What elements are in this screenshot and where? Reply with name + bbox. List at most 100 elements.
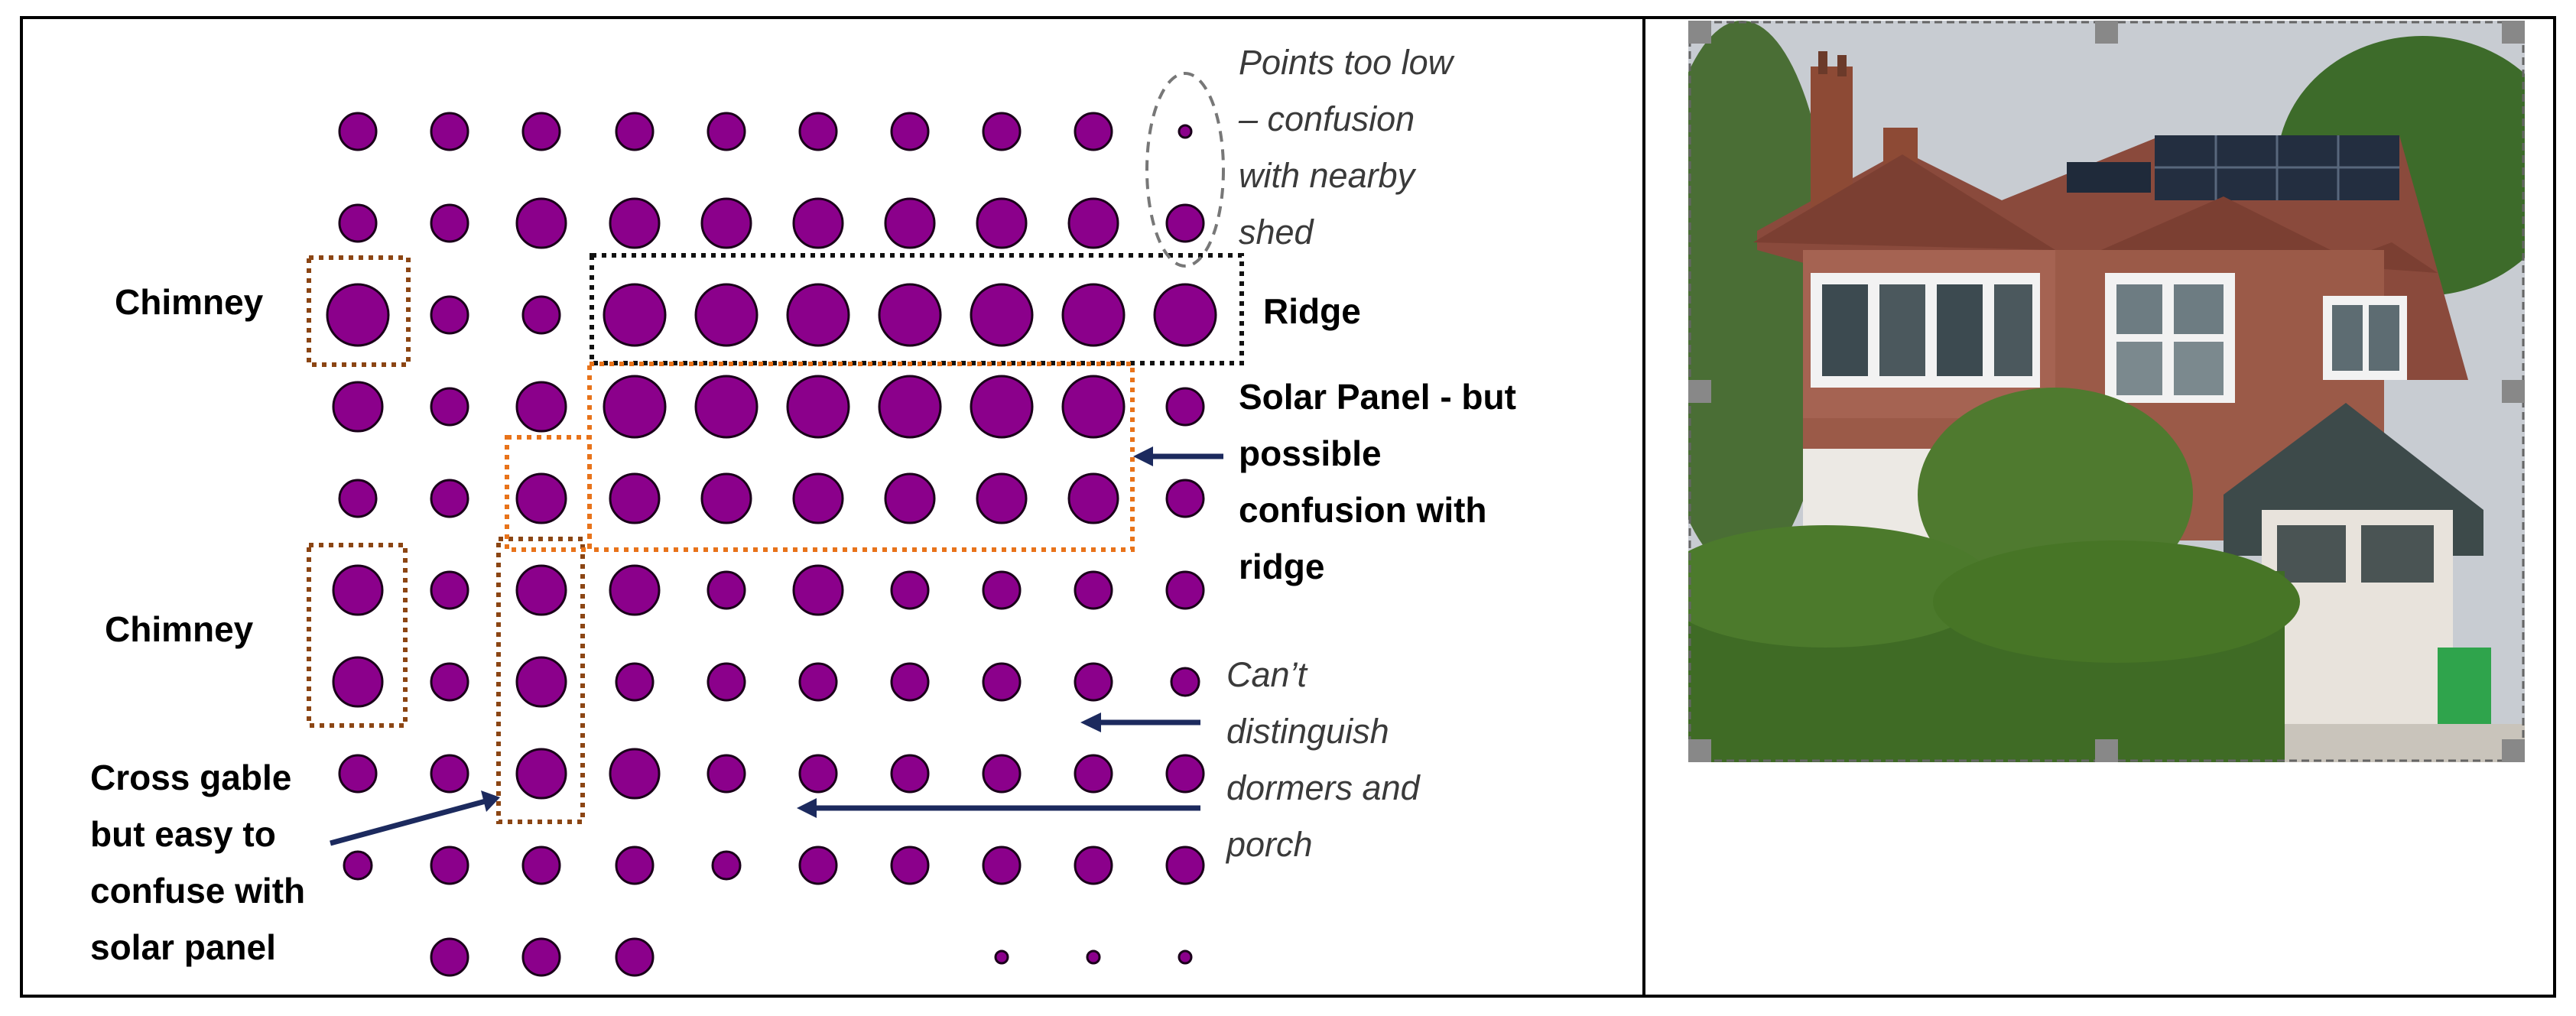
cross-gable-label-line: solar panel	[90, 927, 276, 967]
bay-roof	[1753, 154, 2055, 250]
grid-point	[326, 283, 390, 347]
grid-point	[878, 283, 942, 347]
cross-gable-label-line: but easy to	[90, 814, 276, 854]
grid-point	[694, 375, 759, 439]
grid-point	[521, 295, 561, 335]
chimney-left	[1811, 67, 1853, 212]
grid-point	[694, 283, 759, 347]
figure-frame	[20, 16, 2556, 998]
grid-point	[1074, 570, 1113, 610]
ridge-box	[590, 253, 1244, 365]
grid-point	[786, 375, 850, 439]
grid-point	[1165, 387, 1205, 427]
green-bin	[2438, 648, 2491, 724]
grid-point	[515, 656, 567, 708]
grid-point	[1074, 112, 1113, 151]
handle-bm	[2095, 739, 2118, 762]
grid-point	[430, 387, 469, 427]
arrow-cross-gable	[330, 798, 486, 846]
grid-point	[1074, 754, 1113, 794]
cross-gable-box	[496, 537, 585, 824]
handle-bl	[1688, 739, 1711, 762]
grid-point	[707, 754, 746, 794]
arrowhead-solar-panel	[1133, 446, 1153, 466]
grid-point	[430, 112, 469, 151]
cant-distinguish-label-line: Can’t	[1226, 655, 1307, 694]
grid-point	[1061, 283, 1126, 347]
handle-mr	[2502, 380, 2525, 403]
points-too-low-label: Points too low – confusion with nearby s…	[1239, 34, 1453, 261]
grid-point	[707, 570, 746, 610]
grid-point	[792, 197, 844, 249]
grid-point	[609, 564, 661, 616]
cant-distinguish-label-line: porch	[1226, 825, 1313, 864]
handle-br	[2502, 739, 2525, 762]
grid-point	[982, 662, 1022, 702]
grid-point	[884, 197, 936, 249]
grid-point	[515, 564, 567, 616]
grid-point	[1153, 283, 1217, 347]
grid-point	[615, 662, 655, 702]
grid-point	[430, 937, 469, 977]
grid-point	[798, 846, 838, 885]
solar-panel-label-line: possible	[1239, 433, 1382, 473]
grid-point	[1165, 203, 1205, 243]
solar-panel-label-line: Solar Panel - but	[1239, 377, 1516, 417]
grid-point	[1061, 375, 1126, 439]
point-grid	[326, 112, 1217, 977]
cross-gable-label-line: confuse with	[90, 871, 306, 911]
handle-tr	[2502, 21, 2525, 44]
grid-point	[707, 112, 746, 151]
grid-point	[1074, 846, 1113, 885]
grid-point	[603, 283, 667, 347]
grid-point	[615, 846, 655, 885]
grid-point	[343, 850, 373, 881]
points-too-low-label-line: shed	[1239, 213, 1314, 252]
grid-point	[970, 283, 1034, 347]
grid-point	[332, 656, 384, 708]
grid-point	[1165, 570, 1205, 610]
handle-tl	[1688, 21, 1711, 44]
grid-point	[707, 662, 746, 702]
grid-point	[1170, 667, 1200, 697]
grid-point	[1165, 479, 1205, 518]
grid-point	[792, 472, 844, 524]
dormer-roof	[2101, 196, 2346, 258]
handle-tm	[2095, 21, 2118, 44]
grid-point	[1067, 197, 1119, 249]
grid-point	[884, 472, 936, 524]
house-photo	[1688, 21, 2525, 762]
chimney-label-top: Chimney	[115, 282, 264, 322]
points-too-low-ellipse	[1145, 72, 1225, 268]
grid-point	[700, 197, 752, 249]
grid-point	[615, 112, 655, 151]
panel-divider	[1642, 16, 1645, 998]
grid-point	[521, 112, 561, 151]
grid-point	[615, 937, 655, 977]
grid-point	[609, 748, 661, 800]
grid-point	[878, 375, 942, 439]
grid-point	[890, 570, 930, 610]
driveway	[2285, 724, 2525, 762]
cross-gable-label-line: Cross gable	[90, 758, 292, 797]
grid-point	[1067, 472, 1119, 524]
points-too-low-label-line: with nearby	[1239, 156, 1415, 195]
windows	[1811, 273, 2407, 403]
arrowhead-dormers	[1080, 712, 1101, 732]
grid-point	[1165, 754, 1205, 794]
grid-point	[1165, 846, 1205, 885]
tree-left	[1688, 21, 1834, 571]
grid-point	[890, 754, 930, 794]
grid-point	[976, 472, 1028, 524]
grid-point	[603, 375, 667, 439]
grid-point	[515, 748, 567, 800]
grid-point	[976, 197, 1028, 249]
arrowhead-porch	[797, 798, 817, 818]
grid-point	[338, 112, 378, 151]
grid-point	[700, 472, 752, 524]
grid-point	[982, 112, 1022, 151]
grid-point	[1178, 949, 1193, 965]
solar-panels	[2067, 135, 2399, 200]
grid-point	[430, 846, 469, 885]
grid-point	[982, 570, 1022, 610]
